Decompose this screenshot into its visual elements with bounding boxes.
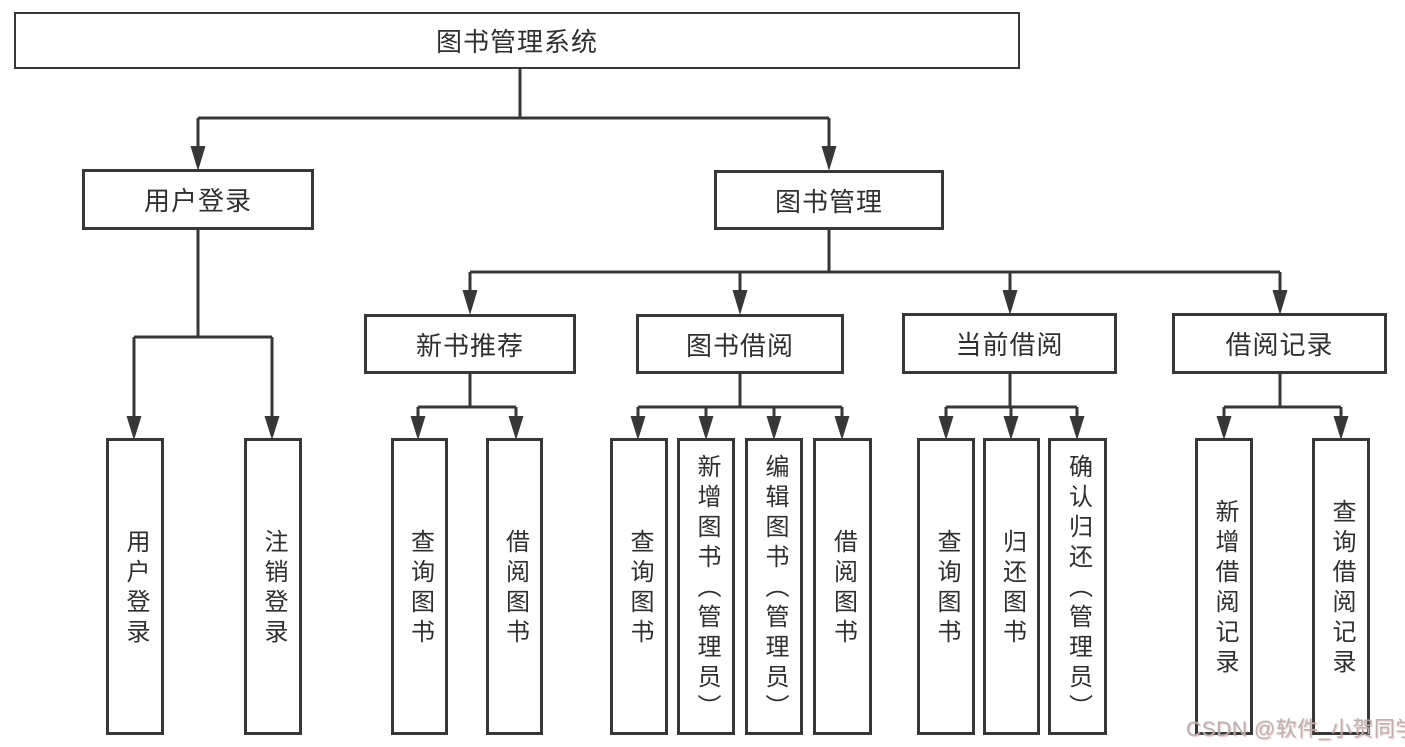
leaf-query-borrow-record: 查询借阅记录 — [1312, 438, 1370, 735]
leaf-query-books-recommend: 查询图书 — [391, 438, 448, 735]
connector-user-login-children — [132, 230, 274, 418]
leaf-user-login: 用户登录 — [106, 438, 164, 735]
node-book-borrow: 图书借阅 — [636, 314, 844, 374]
leaf-edit-book-admin: 编辑图书（管理员） — [745, 438, 803, 735]
connector-new-book-children — [416, 374, 518, 418]
node-current-borrow: 当前借阅 — [902, 313, 1117, 374]
node-root: 图书管理系统 — [14, 12, 1020, 69]
connector-root-to-level2 — [196, 69, 831, 148]
leaf-return-book: 归还图书 — [983, 438, 1040, 735]
leaf-borrow-books-recommend: 借阅图书 — [486, 438, 543, 735]
leaf-add-borrow-record: 新增借阅记录 — [1195, 438, 1253, 735]
leaf-borrow-books: 借阅图书 — [813, 438, 872, 735]
connector-current-borrow-children — [944, 374, 1079, 418]
leaf-confirm-return-admin: 确认归还（管理员） — [1048, 438, 1107, 735]
connector-book-management-children — [468, 230, 1282, 292]
node-new-book-recommend: 新书推荐 — [364, 314, 576, 374]
leaf-query-books-borrow: 查询图书 — [610, 438, 668, 735]
connector-borrow-records-children — [1222, 374, 1343, 418]
leaf-query-books-current: 查询图书 — [917, 438, 975, 735]
leaf-add-book-admin: 新增图书（管理员） — [677, 438, 735, 735]
watermark: CSDN @软件_小贺同学 — [1186, 718, 1405, 741]
connector-book-borrow-children — [636, 374, 844, 418]
node-borrow-records: 借阅记录 — [1172, 313, 1387, 374]
node-book-management: 图书管理 — [714, 170, 944, 230]
node-user-login: 用户登录 — [82, 169, 314, 230]
leaf-logout: 注销登录 — [244, 438, 302, 735]
